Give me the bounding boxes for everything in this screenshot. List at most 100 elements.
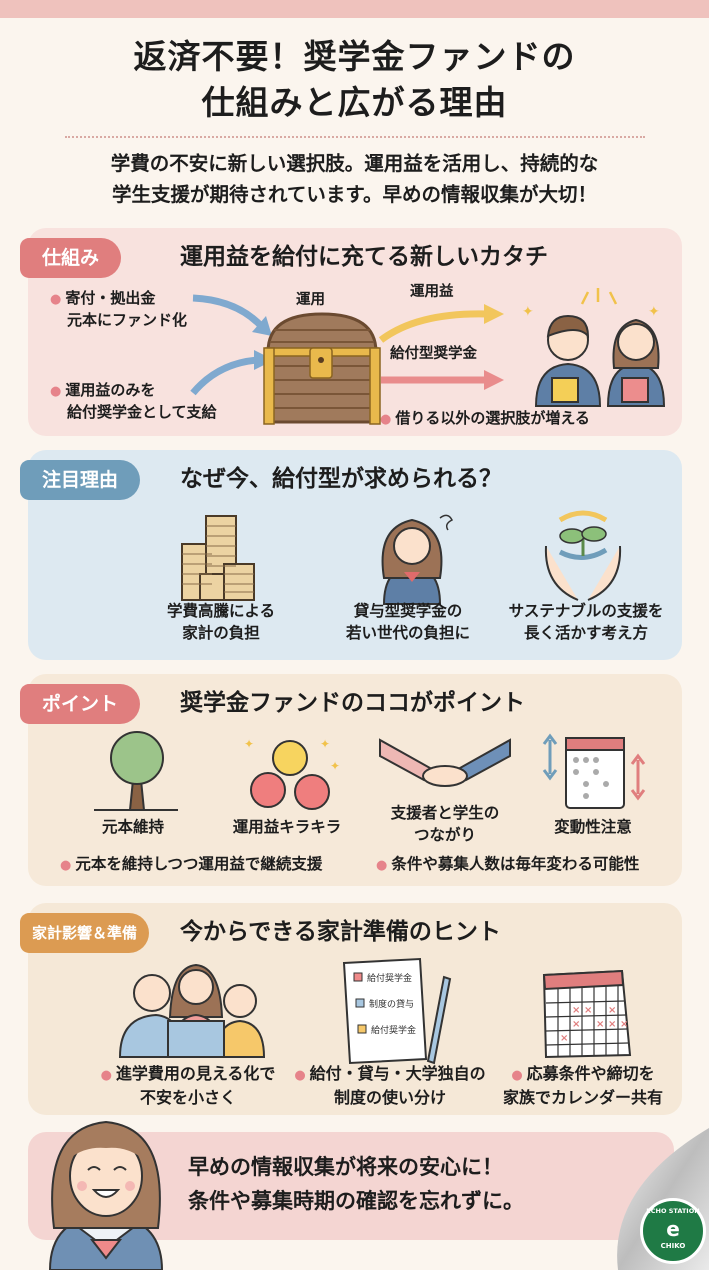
bullet-text: 借りる以外の選択肢が増える <box>395 409 590 427</box>
treasure-chest-icon <box>263 312 381 425</box>
tip-caption-2: ●給付・貸与・大学独自の 制度の使い分け <box>290 1063 490 1109</box>
arrow-grant-icon <box>381 370 504 390</box>
label-grant: 給付型奨学金 <box>390 346 477 362</box>
svg-text:✦: ✦ <box>244 737 254 751</box>
section-tag: 注目理由 <box>20 460 141 500</box>
caption-line: 支援者と学生の <box>390 804 500 822</box>
bullet-options: ●借りる以外の選択肢が増える <box>380 409 590 427</box>
point-caption-2: 運用益キラキラ <box>222 816 352 838</box>
handshake-icon <box>379 738 511 787</box>
badge-top-text: ECHO STATION <box>646 1207 700 1215</box>
point-caption-1: 元本維持 <box>78 816 188 838</box>
page-title: 返済不要！奨学金ファンドの 仕組みと広がる理由 <box>0 34 709 126</box>
caption-line: 進学費用の見える化で <box>115 1064 276 1083</box>
svg-text:✦: ✦ <box>522 304 534 320</box>
money-stacks-icon <box>181 515 255 601</box>
point-bullet-2: ●条件や募集人数は毎年変わる可能性 <box>376 855 640 873</box>
label-operation: 運用 <box>296 292 325 308</box>
caption-line: つながり <box>413 826 476 844</box>
svg-text:✦: ✦ <box>320 737 330 751</box>
caption-line: 貸与型奨学金の <box>353 602 463 620</box>
bullet-text: 寄付・拠出金 <box>65 289 156 307</box>
intro-text: 学費の不安に新しい選択肢。運用益を活用し、持続的な 学生支援が期待されています。… <box>0 148 709 210</box>
section-title: なぜ今、給付型が求められる？ <box>180 466 502 492</box>
bullet-returns: ●運用益のみを 給付奨学金として支給 <box>50 381 217 421</box>
svg-text:×: × <box>584 1005 592 1016</box>
tree-icon <box>94 731 178 811</box>
top-bar <box>0 0 709 18</box>
svg-text:×: × <box>572 1019 580 1030</box>
reason-caption-2: 貸与型奨学金の 若い世代の負担に <box>338 600 478 644</box>
intro-line-2: 学生支援が期待されています。早めの情報収集が大切！ <box>112 183 597 206</box>
worried-student-icon <box>381 514 454 605</box>
caption-line: 学費高騰による <box>166 602 276 620</box>
label-gain: 運用益 <box>410 284 454 300</box>
section-tag: 家計影響＆準備 <box>20 913 150 953</box>
point-caption-4: 変動性注意 <box>538 816 648 838</box>
svg-text:×: × <box>620 1019 628 1030</box>
footer-line-2: 条件や募集時期の確認を忘れずに。 <box>188 1189 524 1213</box>
reason-caption-3: サステナブルの支援を 長く活かす考え方 <box>506 600 666 644</box>
checklist-item-1: 給付奨学金 <box>367 972 412 984</box>
caption-line: サステナブルの支援を <box>508 602 664 620</box>
bullet-text: 条件や募集人数は毎年変わる可能性 <box>391 855 640 873</box>
section-title: 奨学金ファンドのココがポイント <box>180 690 525 716</box>
caption-line: 給付・貸与・大学独自の <box>309 1064 486 1083</box>
caption-line: 家計の負担 <box>182 624 260 642</box>
bullet-text: 給付奨学金として支給 <box>67 403 217 421</box>
caption-line: 変動性注意 <box>554 818 632 836</box>
sustainable-plant-icon <box>544 510 622 601</box>
calendar-icon <box>542 733 646 809</box>
bullet-text: 元本にファンド化 <box>67 311 188 329</box>
section-reasons: 注目理由 なぜ今、給付型が求められる？ 学費高騰による 家計の負担 貸与型奨学金… <box>20 450 682 660</box>
svg-text:×: × <box>560 1033 568 1044</box>
students-icon: ✦✦ <box>522 288 666 407</box>
point-caption-3: 支援者と学生の つながり <box>380 802 510 846</box>
caption-line: 元本維持 <box>101 818 164 836</box>
caption-line: 運用益キラキラ <box>232 818 342 836</box>
reason-caption-1: 学費高騰による 家計の負担 <box>166 600 276 644</box>
point-bullet-1: ●元本を維持しつつ運用益で継続支援 <box>60 855 323 873</box>
svg-text:×: × <box>608 1019 616 1030</box>
footer-message: 早めの情報収集が将来の安心に！ 条件や募集時期の確認を忘れずに。 <box>188 1150 524 1218</box>
echo-station-badge: ECHO STATION e CHIKO <box>640 1198 706 1264</box>
family-reading-icon <box>118 963 266 1058</box>
title-line-2: 仕組みと広がる理由 <box>201 83 508 122</box>
smiling-student-icon <box>48 1120 164 1270</box>
badge-bottom-text: CHIKO <box>660 1242 686 1250</box>
svg-text:✦: ✦ <box>330 759 340 773</box>
svg-text:×: × <box>596 1019 604 1030</box>
bullet-donation: ●寄付・拠出金 元本にファンド化 <box>50 289 188 329</box>
svg-text:×: × <box>572 1005 580 1016</box>
svg-text:✦: ✦ <box>648 304 660 320</box>
apples-icon: ✦✦✦ <box>244 737 340 810</box>
section-tag: 仕組み <box>20 238 122 278</box>
caption-line: 不安を小さく <box>139 1088 236 1107</box>
checklist-icon: 給付奨学金 制度の貸与 給付奨学金 <box>342 957 452 1065</box>
tip-caption-1: ●進学費用の見える化で 不安を小さく <box>88 1063 288 1109</box>
title-line-1: 返済不要！奨学金ファンドの <box>133 37 576 76</box>
calendar-icon: × × × × × × × × <box>542 969 632 1059</box>
bullet-text: 運用益のみを <box>65 381 156 399</box>
caption-line: 長く活かす考え方 <box>523 624 648 642</box>
section-tag: ポイント <box>20 684 141 724</box>
section-mechanism: 仕組み 運用益を給付に充てる新しいカタチ ●寄付・拠出金 元本にファンド化 ●運… <box>20 228 682 436</box>
tip-caption-3: ●応募条件や締切を 家族でカレンダー共有 <box>490 1063 676 1109</box>
arrow-gain-icon <box>378 304 504 343</box>
caption-line: 家族でカレンダー共有 <box>502 1088 663 1107</box>
section-preparation: 家計影響＆準備 今からできる家計準備のヒント 給付奨学金 制度の貸与 給付奨学金… <box>20 903 682 1115</box>
arrow-in-top-icon <box>192 294 272 336</box>
caption-line: 若い世代の負担に <box>345 624 470 642</box>
intro-line-1: 学費の不安に新しい選択肢。運用益を活用し、持続的な <box>110 152 599 175</box>
section-title: 運用益を給付に充てる新しいカタチ <box>180 244 548 270</box>
caption-line: 応募条件や締切を <box>526 1064 655 1083</box>
checklist-item-2: 制度の貸与 <box>369 998 414 1010</box>
section-title: 今からできる家計準備のヒント <box>180 919 501 945</box>
dotted-divider <box>65 136 645 138</box>
bullet-text: 元本を維持しつつ運用益で継続支援 <box>75 855 323 873</box>
footer-line-1: 早めの情報収集が将来の安心に！ <box>188 1155 503 1179</box>
caption-line: 制度の使い分け <box>333 1088 446 1107</box>
svg-text:×: × <box>608 1005 616 1016</box>
section-points: ポイント 奨学金ファンドのココがポイント ✦✦✦ 元本維持 運用益キラキラ 支援… <box>20 674 682 886</box>
badge-logo-icon: e <box>666 1217 680 1241</box>
